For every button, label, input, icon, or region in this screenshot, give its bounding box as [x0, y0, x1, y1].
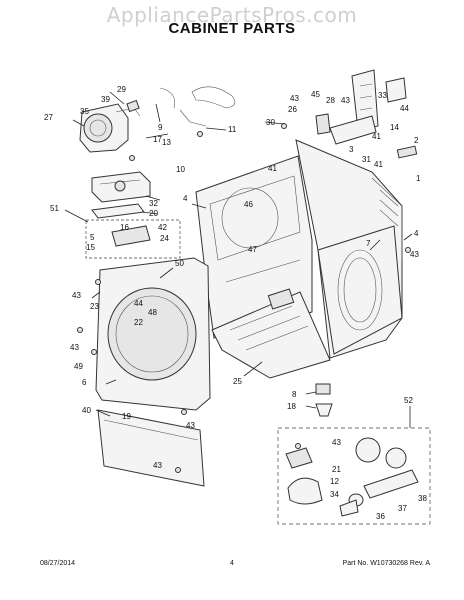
watermark-text: AppliancePartsPros.com: [106, 3, 358, 27]
callout-32: 32: [149, 199, 158, 208]
footer-part-number: Part No. W10730268 Rev. A: [342, 560, 430, 567]
callout-8: 8: [292, 390, 297, 399]
fastener-dots: [77, 123, 411, 473]
callout-52: 52: [404, 396, 413, 405]
footer-page-number: 4: [230, 560, 234, 567]
callout-41-right: 41: [374, 160, 383, 169]
drive-motor-assembly: [79, 99, 141, 153]
front-panel: [95, 257, 211, 411]
page-title: CABINET PARTS: [168, 20, 296, 37]
callout-33: 33: [378, 91, 387, 100]
callout-25: 25: [233, 377, 242, 386]
callout-38: 38: [418, 494, 427, 503]
drive-belt: [191, 86, 236, 109]
callout-47: 47: [248, 245, 257, 254]
callout-10: 10: [176, 165, 185, 174]
cabinet-body: [295, 139, 403, 359]
callout-11: 11: [228, 125, 237, 134]
callout-39: 39: [101, 95, 110, 104]
callout-43-top: 43: [341, 96, 350, 105]
callout-19: 19: [122, 412, 131, 421]
callout-43-vent: 43: [332, 438, 341, 447]
callout-27: 27: [44, 113, 53, 122]
callout-41-top: 41: [372, 132, 381, 141]
footer-date: 08/27/2014: [40, 560, 76, 567]
callout-40: 40: [82, 406, 91, 415]
vent-kit: [277, 427, 431, 525]
callout-3: 3: [349, 145, 354, 154]
callout-30: 30: [266, 118, 275, 127]
callout-43-front-top: 43: [72, 291, 81, 300]
callout-21: 21: [332, 465, 341, 474]
callout-43-front-bottom: 43: [186, 421, 195, 430]
callout-43-toe: 43: [153, 461, 162, 470]
idler-spring: [159, 87, 175, 109]
callout-46: 46: [244, 200, 253, 209]
callout-41-mid: 41: [268, 164, 277, 173]
leader-lines: [64, 91, 413, 428]
callout-44-top: 44: [400, 104, 409, 113]
callout-50: 50: [175, 259, 184, 268]
callout-9: 9: [158, 123, 163, 132]
callout-49: 49: [74, 362, 83, 371]
callout-4-left: 4: [183, 194, 188, 203]
callout-23: 23: [90, 302, 99, 311]
callout-43-front-mid: 43: [70, 343, 79, 352]
callout-24: 24: [160, 234, 169, 243]
callout-13: 13: [162, 138, 171, 147]
callout-18: 18: [287, 402, 296, 411]
callout-48: 48: [148, 308, 157, 317]
control-bracket-group: [315, 69, 418, 159]
callout-14: 14: [390, 123, 399, 132]
callout-16: 16: [120, 223, 129, 232]
callout-45: 45: [311, 90, 320, 99]
callout-42: 42: [158, 223, 167, 232]
callout-12: 12: [330, 477, 339, 486]
callout-37: 37: [398, 504, 407, 513]
leveling-leg: [315, 383, 333, 417]
callout-4-right: 4: [414, 229, 419, 238]
latch-kit-box: [85, 219, 181, 259]
callout-17: 17: [153, 135, 162, 144]
motor-mount-bracket: [91, 171, 151, 203]
door-strike: [111, 225, 151, 247]
callout-labels: 29 39 35 27 9 17 13 11 10 30 43 45 28 43…: [44, 85, 427, 521]
callout-1: 1: [416, 174, 421, 183]
callout-20: 20: [149, 209, 158, 218]
wire-harness-11: [179, 109, 207, 127]
callout-15: 15: [86, 243, 95, 252]
callout-28: 28: [326, 96, 335, 105]
callout-5: 5: [90, 233, 95, 242]
callout-43-right: 43: [410, 250, 419, 259]
callout-36: 36: [376, 512, 385, 521]
callout-35: 35: [80, 107, 89, 116]
callout-6: 6: [82, 378, 87, 387]
callout-31: 31: [362, 155, 371, 164]
toe-panel: [97, 409, 205, 487]
cabinet-base: [211, 288, 331, 379]
callout-29: 29: [117, 85, 126, 94]
foam-pad: [91, 203, 145, 219]
callout-2: 2: [414, 136, 419, 145]
callout-7: 7: [366, 239, 371, 248]
callout-44-front: 44: [134, 299, 143, 308]
callout-26: 26: [288, 105, 297, 114]
callout-34: 34: [330, 490, 339, 499]
callout-22: 22: [134, 318, 143, 327]
callout-51: 51: [50, 204, 59, 213]
callout-43-top-left: 43: [290, 94, 299, 103]
